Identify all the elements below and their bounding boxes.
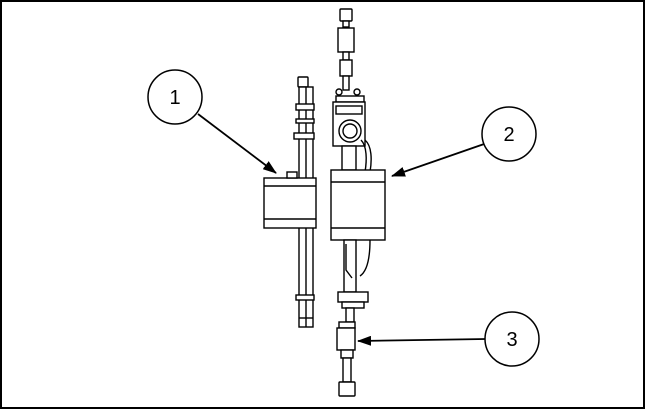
callout-1-arrow xyxy=(197,113,277,174)
right-shaft-assembly xyxy=(330,8,386,397)
callout-3: 3 xyxy=(484,311,540,367)
callout-1-label: 1 xyxy=(169,87,180,109)
left-shaft-assembly xyxy=(263,76,317,328)
callout-2-arrow xyxy=(391,142,488,177)
component-2-body xyxy=(330,169,386,241)
callout-2: 2 xyxy=(481,106,537,162)
component-3-fitting xyxy=(336,327,356,351)
callout-2-label: 2 xyxy=(503,124,514,146)
callout-1: 1 xyxy=(147,69,203,125)
callout-3-arrow xyxy=(357,335,487,346)
callout-3-label: 3 xyxy=(506,329,517,351)
